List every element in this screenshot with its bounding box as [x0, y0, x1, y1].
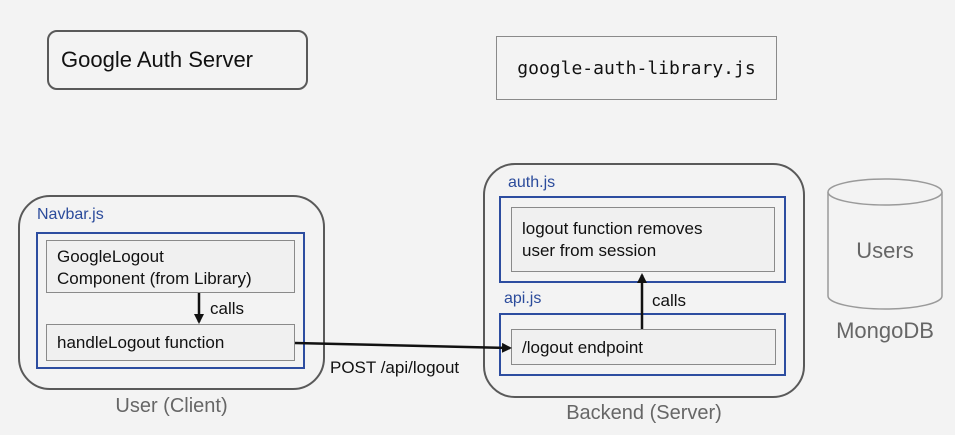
- logout-endpoint-label: /logout endpoint: [522, 338, 643, 357]
- client-calls-label: calls: [210, 299, 245, 318]
- googlelogout-component-label: GoogleLogout Component (from Library): [57, 247, 252, 288]
- api-js-title: api.js: [504, 290, 542, 307]
- auth-js-title: auth.js: [508, 174, 556, 191]
- backend-calls-label: calls: [652, 291, 687, 310]
- google-auth-server-box: Google Auth Server: [47, 30, 308, 90]
- client-caption: User (Client): [115, 395, 228, 417]
- logout-function-label: logout function removes user from sessio…: [522, 219, 703, 260]
- handlelogout-function-label: handleLogout function: [57, 333, 225, 352]
- googlelogout-component-box: GoogleLogout Component (from Library): [46, 240, 295, 293]
- post-request-label: POST /api/logout: [330, 358, 460, 377]
- backend-caption: Backend (Server): [566, 402, 722, 424]
- google-auth-server-label: Google Auth Server: [61, 47, 254, 72]
- google-auth-library-label: google-auth-library.js: [517, 57, 756, 79]
- logout-function-box: logout function removes user from sessio…: [511, 207, 775, 272]
- post-request-arrow: [294, 341, 512, 353]
- handlelogout-function-box: handleLogout function: [46, 324, 295, 361]
- logout-endpoint-box: /logout endpoint: [511, 329, 776, 365]
- google-auth-library-box: google-auth-library.js: [496, 36, 777, 100]
- users-db-label: Users: [856, 238, 914, 263]
- navbar-title: Navbar.js: [37, 206, 104, 223]
- users-database-icon: [827, 178, 943, 310]
- mongodb-caption: MongoDB: [836, 318, 934, 343]
